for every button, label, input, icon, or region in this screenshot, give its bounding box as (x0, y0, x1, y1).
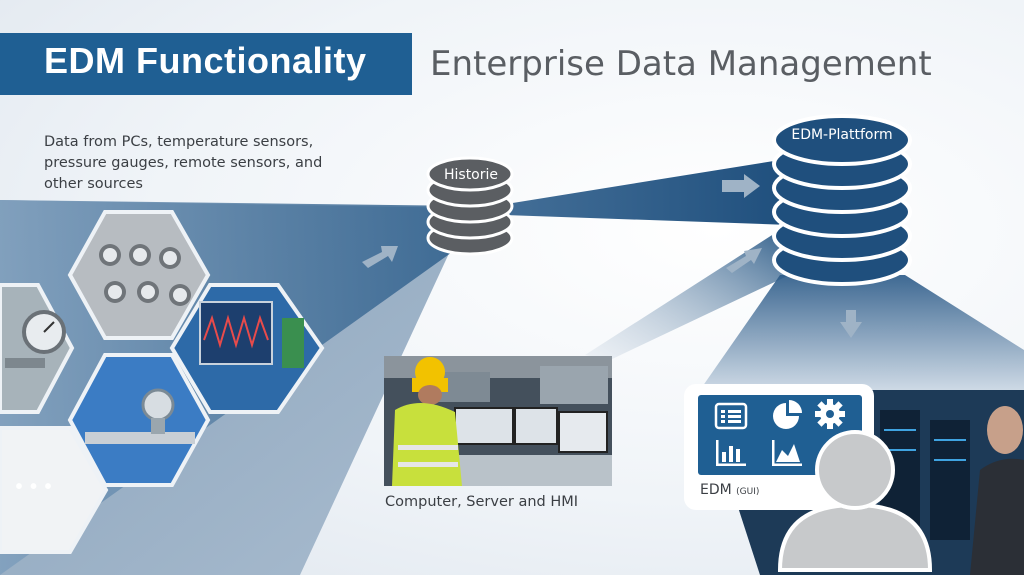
gui-label: EDM (GUI) (700, 482, 759, 498)
historie-database-icon (426, 156, 514, 256)
arrow-hmi-platform (726, 248, 762, 273)
page-subtitle: Enterprise Data Management (430, 44, 932, 84)
platform-gui-beam (700, 275, 1024, 390)
gear-icon (815, 399, 845, 429)
more-sources-ellipsis: • • • (15, 476, 53, 498)
historie-platform-beam (500, 160, 790, 225)
page-title: EDM Functionality (44, 40, 367, 81)
user-avatar-icon (777, 430, 933, 572)
gui-icons (714, 399, 845, 466)
bar-chart-icon (716, 440, 746, 466)
list-icon (714, 402, 748, 430)
pie-chart-icon (773, 400, 802, 429)
gui-label-main: EDM (700, 482, 732, 498)
hex-oscilloscope-photo (169, 283, 325, 414)
sources-description: Data from PCs, temperature sensors, pres… (44, 134, 323, 192)
hmi-caption: Computer, Server and HMI (385, 494, 579, 510)
hex-flowmeter-photo (67, 353, 211, 487)
title-banner (0, 33, 412, 95)
arrow-to-historie (362, 246, 398, 268)
flow-arrows (362, 174, 862, 338)
arrow-historie-platform (722, 174, 760, 198)
hmi-photo (384, 356, 612, 486)
arrow-platform-gui (840, 310, 862, 338)
historie-label: Historie (443, 167, 499, 183)
platform-database-icon (772, 114, 912, 286)
hex-gauge-photo (0, 283, 75, 414)
platform-label: EDM-Plattform (791, 127, 893, 143)
area-chart-icon (772, 440, 802, 466)
gui-label-qualifier: (GUI) (736, 487, 760, 497)
hex-more-sources (0, 426, 109, 554)
hex-meters-photo (67, 210, 211, 340)
